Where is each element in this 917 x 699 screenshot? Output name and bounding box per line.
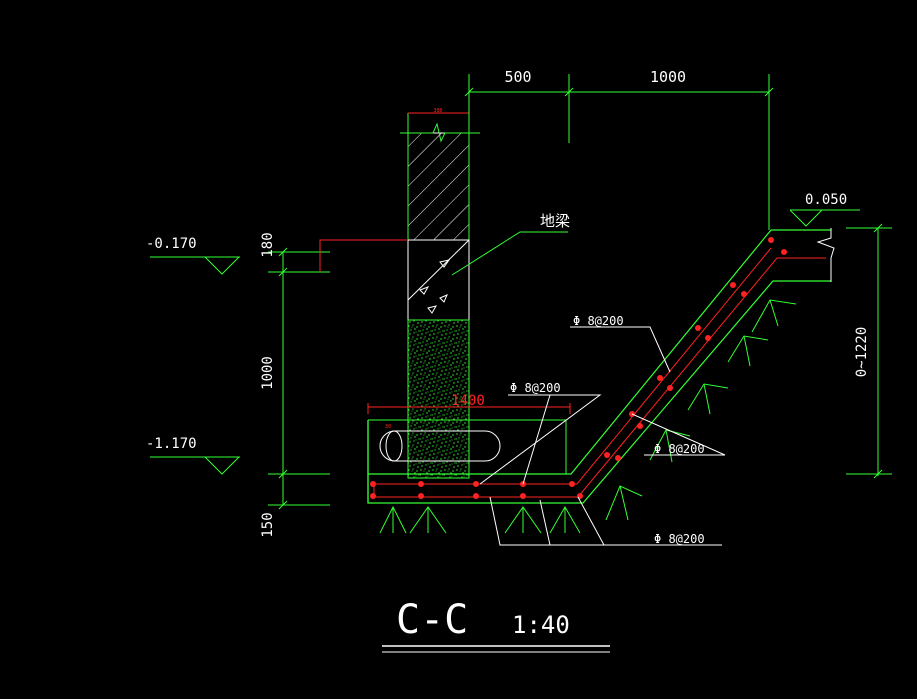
elevation-mark-upper <box>150 256 240 275</box>
beam-top-leader <box>319 239 408 272</box>
elevation-lower: -1.170 <box>146 436 197 452</box>
drain-pipe <box>379 430 501 462</box>
wall-width-dimension: 300 <box>433 108 442 114</box>
rebar-label-3: Φ 8@200 <box>654 442 705 456</box>
dim-500: 500 <box>504 68 531 86</box>
ground-beam-label: 地梁 <box>540 212 570 230</box>
slab-small-dim: 30 <box>385 424 391 430</box>
section-scale: 1:40 <box>512 611 570 639</box>
ground-beam <box>407 239 470 321</box>
left-dimensions <box>268 247 330 510</box>
rebar-label-1: Φ 8@200 <box>573 314 624 328</box>
elevation-right: 0.050 <box>805 192 847 208</box>
dim-180: 180 <box>260 232 276 257</box>
rebar-leaders <box>479 326 726 546</box>
dim-0-1220: 0~1220 <box>854 327 870 378</box>
dim-1000-left: 1000 <box>260 356 276 390</box>
dim-150: 150 <box>260 512 276 537</box>
rebar-label-4: Φ 8@200 <box>654 532 705 546</box>
top-dimensions <box>464 74 774 230</box>
elevation-mark-lower <box>150 456 240 475</box>
gravel-fill <box>407 319 470 479</box>
rebar-label-2: Φ 8@200 <box>510 381 561 395</box>
section-title: C-C <box>396 597 468 643</box>
earth-hatching <box>379 299 797 534</box>
elevation-mark-right <box>789 209 860 227</box>
dim-1000-top: 1000 <box>650 68 686 86</box>
slab-width-dimension <box>367 403 571 414</box>
right-dimension <box>846 223 892 479</box>
elevation-upper: -0.170 <box>146 236 197 252</box>
dim-1400: 1400 <box>451 393 485 409</box>
ground-beam-leader <box>451 231 568 276</box>
